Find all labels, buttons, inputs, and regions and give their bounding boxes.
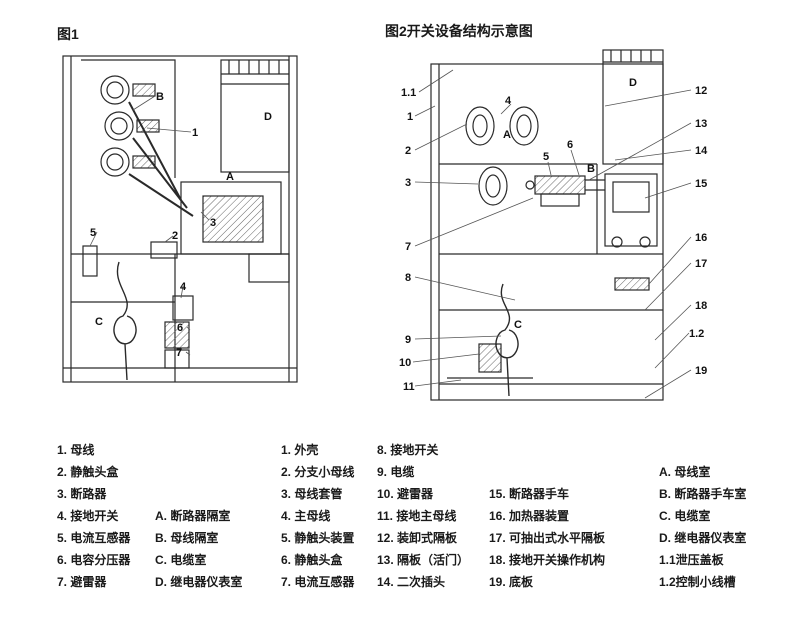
legend-item: 1. 外壳 [281,443,319,457]
figure2-labels: 1.1 1 2 3 7 8 9 10 11 4 5 6 12 13 14 15 … [399,77,708,393]
legend-item: B. 母线隔室 [155,531,219,545]
legend-item: 3. 母线套管 [281,487,343,501]
figure2-label-15: 15 [695,178,707,190]
figure2-label-13: 13 [695,118,707,130]
legend-item: 17. 可抽出式水平隔板 [489,531,606,545]
legend-item: 2. 分支小母线 [281,465,355,479]
figure1-busbar-bushings [100,75,194,217]
figure2-busbar-room [465,106,539,206]
figure2-handcart [604,173,658,248]
legend-item: C. 电缆室 [659,509,711,523]
figure1-label-5: 5 [90,227,96,239]
legend-item: 12. 装卸式隔板 [377,531,458,545]
legend-item: 5. 电流互感器 [57,531,131,545]
legend-item: 4. 接地开关 [57,509,119,523]
legend-item: C. 电缆室 [155,553,207,567]
figure2-label-10: 10 [399,357,411,369]
figure2-leader-lines [412,69,692,399]
figure2-region-B: B [587,163,595,175]
figure2-label-17: 17 [695,258,707,270]
figure1-label-D: D [264,111,272,123]
legend-item: 7. 电流互感器 [281,575,355,589]
legend-item: 6. 电容分压器 [57,553,131,567]
figure2-label-1-2: 1.2 [689,328,704,340]
figure2-label-19: 19 [695,365,707,377]
legend-item: 16. 加热器装置 [489,509,570,523]
legend-item: 18. 接地开关操作机构 [489,553,606,567]
figure2-label-5: 5 [543,151,549,163]
figure1-cabinet-outline [62,55,298,383]
legend-item: 10. 避雷器 [377,487,434,501]
figure2-label-1-1: 1.1 [401,87,416,99]
figure2-region-C: C [514,319,522,331]
legend-item: 11. 接地主母线 [377,509,457,523]
legend-item: 9. 电缆 [377,465,415,479]
figure2-label-14: 14 [695,145,708,157]
legend-item: 5. 静触头装置 [281,531,355,545]
figure1-label-6: 6 [177,322,183,334]
figure1-label-1: 1 [192,127,198,139]
legend-item: 1.1泄压盖板 [659,553,724,567]
figure1-title: 图1 [57,26,79,42]
legend-item: 19. 底板 [489,575,534,589]
legend-item: 13. 隔板（活门） [377,553,470,567]
figure1-cable [113,261,137,381]
legend-item: D. 继电器仪表室 [659,531,747,545]
figure1-label-4: 4 [180,281,187,293]
figure1-diagram: B 1 D A 3 2 5 4 C 6 7 [62,55,298,383]
figure1-leader-lines [89,95,210,356]
figure2-contact-assembly [525,175,605,207]
figure1-label-B: B [156,91,164,103]
figure2-label-1: 1 [407,111,413,123]
legend-item: 14. 二次插头 [377,575,446,589]
legend-item: B. 断路器手车室 [659,487,747,501]
figure1-label-2: 2 [172,230,178,242]
figure1-label-3: 3 [210,217,216,229]
legend-item: A. 断路器隔室 [155,509,231,523]
figure2-region-A: A [503,129,511,141]
figure2-cabinet-outline [430,49,664,401]
figure1-label-C: C [95,316,103,328]
figure2-label-11: 11 [403,381,415,393]
figure1-breaker-parts [82,181,290,369]
legend-item: D. 继电器仪表室 [155,575,243,589]
figure2-label-8: 8 [405,272,411,284]
figure2-label-7: 7 [405,241,411,253]
legend-item: 2. 静触头盒 [57,465,119,479]
figure2-region-D: D [629,77,637,89]
figure2-label-12: 12 [695,85,707,97]
figure2-diagram: 1.1 1 2 3 7 8 9 10 11 4 5 6 12 13 14 15 … [399,49,708,401]
legend-item: 8. 接地开关 [377,443,439,457]
figure2-title: 图2开关设备结构示意图 [385,23,533,39]
legend-item: 1. 母线 [57,443,95,457]
figure2-label-9: 9 [405,334,411,346]
figure1-label-A: A [226,171,234,183]
figure1-label-7: 7 [176,347,182,359]
figure2-label-3: 3 [405,177,411,189]
legend-item: 6. 静触头盒 [281,553,343,567]
legend-item: 3. 断路器 [57,487,107,501]
legend-item: 7. 避雷器 [57,575,107,589]
figure2-label-2: 2 [405,145,411,157]
figure2-label-16: 16 [695,232,707,244]
legend-item: 1.2控制小线槽 [659,575,736,589]
legend-item: 15. 断路器手车 [489,487,570,501]
figure1-labels: B 1 D A 3 2 5 4 C 6 7 [90,91,272,359]
figure2-label-18: 18 [695,300,707,312]
figure2-label-6: 6 [567,139,573,151]
legend-item: A. 母线室 [659,465,711,479]
legend-item: 4. 主母线 [281,509,331,523]
figure2-label-4: 4 [505,95,512,107]
